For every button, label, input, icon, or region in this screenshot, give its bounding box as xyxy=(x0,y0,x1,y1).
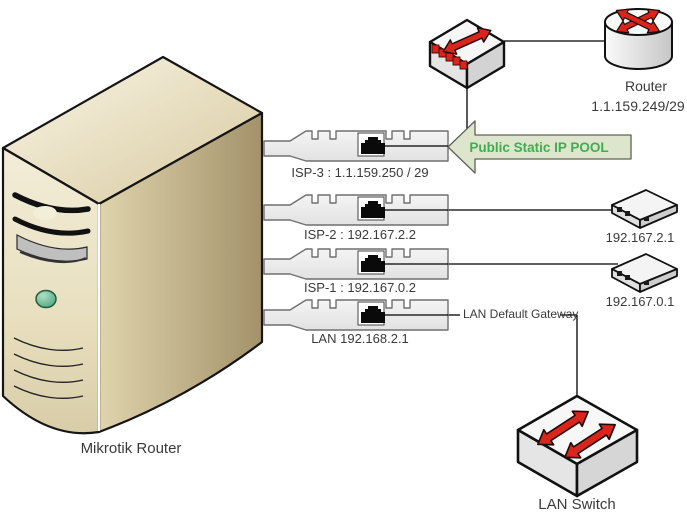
drive-bay-slot xyxy=(12,216,91,236)
ip-pool-arrow xyxy=(447,120,632,174)
nic-lan-label: LAN 192.168.2.1 xyxy=(311,331,409,346)
mikrotik-tower xyxy=(1,55,264,435)
nic-isp3-label: ISP-3 : 1.1.159.250 / 29 xyxy=(291,165,429,180)
floppy-drive-line xyxy=(19,251,87,263)
modem-isp1-label: 192.167.0.1 xyxy=(605,294,675,309)
vent-lines xyxy=(13,337,84,399)
nic-isp3 xyxy=(263,130,449,162)
nic-isp1 xyxy=(263,248,449,280)
lan-default-gateway-label: LAN Default Gateway xyxy=(462,307,579,322)
modem-isp1-icon xyxy=(611,253,678,293)
mikrotik-router-label: Mikrotik Router xyxy=(80,440,182,457)
lan-switch-label: LAN Switch xyxy=(538,496,616,513)
cd-eject-button xyxy=(33,206,57,220)
hub-ports xyxy=(431,44,468,70)
nic-isp1-label: ISP-1 : 192.167.0.2 xyxy=(303,280,417,295)
isp-router-icon xyxy=(604,4,673,70)
power-button-icon xyxy=(35,289,57,309)
isp-hub-icon xyxy=(428,18,506,90)
isp-router-ip-label: 1.1.159.249/29 xyxy=(591,98,685,114)
connector-lines xyxy=(448,40,618,400)
modem-isp2-label: 192.167.2.1 xyxy=(605,230,675,245)
isp-router-label: Router xyxy=(624,78,668,94)
ip-pool-banner: Public Static IP POOL xyxy=(447,120,632,174)
nic-isp2-label: ISP-2 : 192.167.2.2 xyxy=(303,227,417,242)
nic-lan xyxy=(263,299,449,331)
nic-isp2 xyxy=(263,194,449,226)
floppy-drive xyxy=(16,234,88,262)
lan-switch-icon xyxy=(516,394,639,498)
ip-pool-label: Public Static IP POOL xyxy=(469,140,608,155)
tower-right-face xyxy=(97,111,264,434)
modem-isp2-icon xyxy=(611,189,678,229)
tower-front-face xyxy=(1,146,101,435)
